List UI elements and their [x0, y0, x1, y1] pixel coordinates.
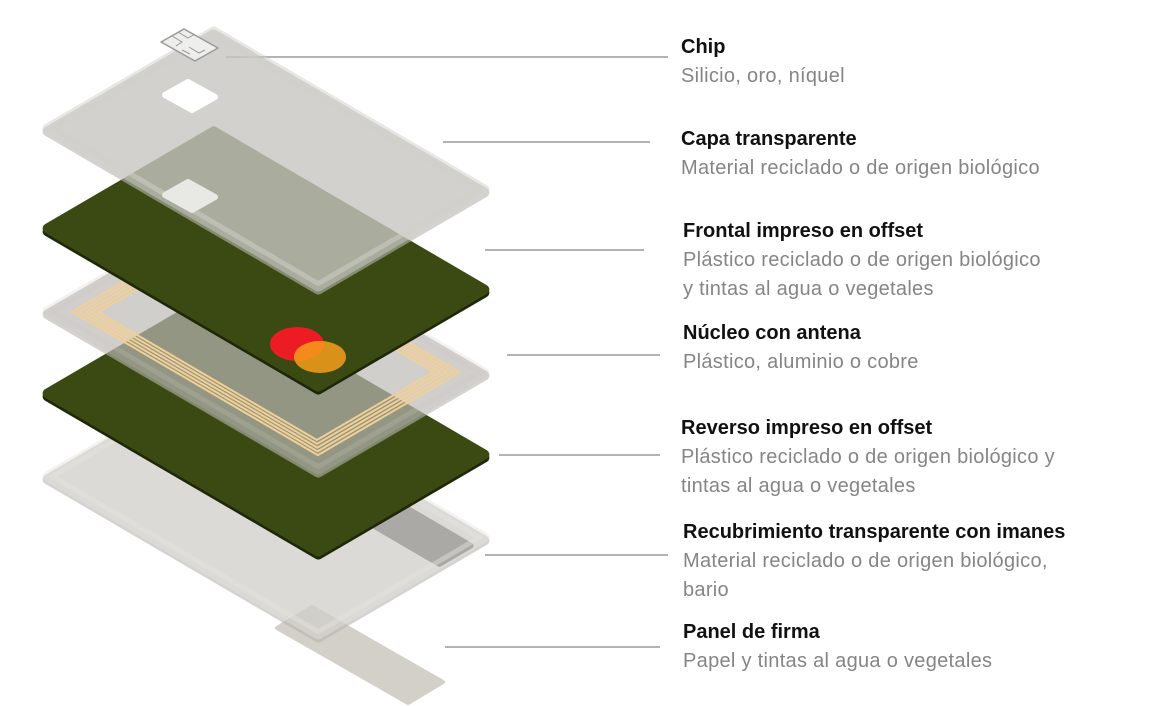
label-desc: y tintas al agua o vegetales — [683, 278, 934, 300]
label-title: Panel de firma — [683, 621, 820, 643]
clear-layer-card — [42, 26, 490, 292]
chip-icon — [160, 28, 219, 62]
chip-contact-line — [177, 31, 196, 39]
window-cutout — [162, 79, 218, 113]
label-clear-layer: Capa transparente Material reciclado o d… — [681, 125, 1040, 183]
label-desc: Plástico, aluminio o cobre — [683, 351, 919, 373]
label-back-print: Reverso impreso en offset Plástico recic… — [681, 414, 1055, 501]
label-title: Capa transparente — [681, 128, 857, 150]
label-title: Reverso impreso en offset — [681, 417, 933, 439]
label-chip: Chip Silicio, oro, níquel — [681, 33, 845, 91]
window-cutout — [162, 179, 218, 213]
label-magnetic-overlay: Recubrimiento transparente con imanes Ma… — [683, 518, 1065, 605]
label-front-print: Frontal impreso en offset Plástico recic… — [683, 217, 1041, 304]
label-desc: bario — [683, 579, 729, 601]
chip-contact-line — [181, 49, 191, 55]
label-desc: Material reciclado o de origen biológico… — [683, 550, 1048, 572]
label-desc: Papel y tintas al agua o vegetales — [683, 650, 993, 672]
brand-logo-orange-circle — [294, 341, 346, 373]
chip-contact-line — [188, 46, 206, 54]
label-title: Frontal impreso en offset — [683, 220, 924, 242]
label-title: Chip — [681, 36, 726, 58]
label-desc: Plástico reciclado o de origen biológico… — [681, 446, 1055, 468]
chip-contact-line — [171, 35, 183, 47]
label-core-antenna: Núcleo con antena Plástico, aluminio o c… — [683, 319, 919, 377]
label-desc: Material reciclado o de origen biológico — [681, 157, 1040, 179]
label-signature-panel: Panel de firma Papel y tintas al agua o … — [683, 618, 992, 676]
label-title: Núcleo con antena — [683, 322, 861, 344]
label-desc: tintas al agua o vegetales — [681, 475, 916, 497]
label-title: Recubrimiento transparente con imanes — [683, 521, 1066, 543]
label-desc: Silicio, oro, níquel — [681, 65, 845, 87]
label-desc: Plástico reciclado o de origen biológico — [683, 249, 1041, 271]
